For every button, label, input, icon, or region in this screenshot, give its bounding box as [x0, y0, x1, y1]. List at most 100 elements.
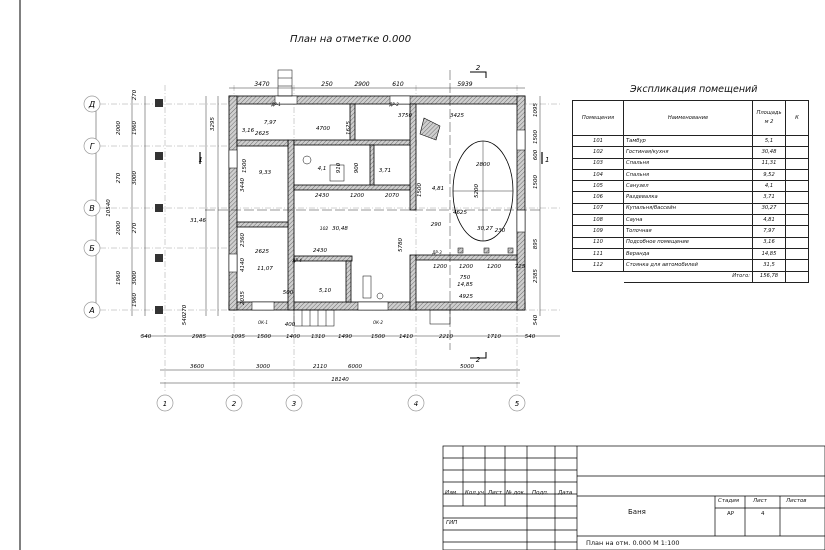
table-cell: 11,31: [752, 157, 786, 170]
table-cell: 3,71: [752, 191, 786, 204]
axis-lines-rows: [100, 103, 560, 311]
dimension-label: 1500: [533, 175, 539, 189]
table-cell: Спальня: [623, 157, 753, 170]
dimension-label: 1960: [132, 121, 138, 135]
dimension-label: 1095: [231, 334, 245, 340]
axis-label-col: 3: [292, 400, 296, 408]
dimension-label: 5780: [398, 238, 404, 252]
opening-mark: ОК-1: [258, 320, 268, 325]
table-cell: Тамбур: [623, 134, 753, 148]
project-name: Баня: [628, 508, 646, 516]
stamp-col: Кол.уч: [465, 490, 485, 496]
room-area: 7,97: [264, 120, 277, 126]
table-cell: 30,27: [752, 202, 786, 216]
table-cell: 101: [572, 134, 624, 148]
table-cell: Веранда: [623, 247, 753, 261]
dimension-label: 1490: [338, 334, 352, 340]
table-cell: Раздевалка: [623, 191, 753, 204]
axis-label-row: Д: [88, 100, 95, 109]
table-cell: [785, 247, 809, 261]
axis-label-col: 2: [232, 400, 237, 408]
dimension-label: 750: [460, 275, 471, 281]
dimension-label: 1410: [399, 334, 413, 340]
dimension-total: 18140: [331, 377, 349, 383]
sheet-title: План на отм. 0.000 М 1:100: [586, 539, 680, 547]
dimension-label: 3000: [132, 171, 138, 185]
plan-title: План на отметке 0.000: [290, 34, 412, 45]
dimension-label: 725: [515, 264, 526, 270]
table-cell: 30,48: [752, 146, 786, 159]
table-cell: [785, 191, 809, 204]
porch: [277, 69, 451, 327]
dimension-label: 5939: [457, 81, 472, 88]
opening-mark: ДР-4: [291, 258, 302, 263]
dimension-label: 3000: [256, 364, 270, 370]
dimension-label: 3600: [190, 364, 204, 370]
col-header: Наименование: [623, 100, 753, 136]
axis-label-row: В: [89, 204, 95, 213]
dimension-label: 2360: [240, 233, 246, 247]
dimension-label: 2000: [116, 121, 122, 135]
axis-label-row: Г: [90, 142, 95, 151]
table-total-row: Итого:156,78: [573, 270, 809, 283]
axis-lines-cols: [164, 85, 518, 392]
dimension-label: 1500: [417, 183, 423, 197]
dimension-lines: [95, 87, 560, 384]
table-cell: 5,1: [752, 134, 786, 148]
dimension-label: 2625: [255, 249, 269, 255]
room-area: 31,46: [190, 218, 206, 224]
axis-bubbles-rows: [83, 95, 101, 319]
dimension-label: 2070: [385, 193, 399, 199]
dimension-label: 1500: [533, 130, 539, 144]
dimension-total: 10540: [106, 199, 112, 217]
dimension-label: 540: [533, 314, 539, 325]
stamp-col: Изм.: [445, 490, 458, 496]
cut-mark: 1: [545, 156, 549, 164]
dimension-label: 6000: [348, 364, 362, 370]
opening-mark: ОК-2: [373, 320, 383, 325]
stage-value: АР: [727, 511, 735, 517]
section-mark: 2: [476, 356, 481, 364]
dimension-label: 2000: [116, 221, 122, 235]
axis-label-col: 4: [414, 400, 418, 408]
table-cell: 102: [572, 146, 624, 159]
table-cell: 4,81: [752, 214, 786, 227]
total-value: 156,78: [752, 270, 786, 283]
section-mark: 2: [476, 64, 481, 72]
table-cell: 112: [572, 259, 624, 272]
dimension-label: 4925: [459, 294, 473, 300]
dimension-label: 2210: [439, 334, 453, 340]
dimension-label: 2800: [476, 162, 490, 168]
dimension-label: 1310: [311, 334, 325, 340]
dimension-label: 1960: [116, 271, 122, 285]
room-area: 30,48: [332, 226, 348, 232]
dimension-label: 1960: [132, 293, 138, 307]
stamp-col: № док.: [506, 490, 526, 496]
table-cell: 14,85: [752, 247, 786, 261]
table-cell: 105: [572, 180, 624, 193]
dimension-label: 540: [182, 314, 188, 325]
dimension-label: 1095: [533, 103, 539, 117]
toilet: [302, 155, 312, 165]
col-header: Площадь м 2: [752, 100, 786, 136]
room-area: 4,1: [318, 166, 327, 172]
dimension-label: 1500: [242, 159, 248, 173]
dimension-label: 1625: [346, 121, 352, 135]
room-number: 102: [320, 226, 329, 232]
table-cell: [785, 259, 809, 272]
dimension-label: 2385: [533, 269, 539, 283]
opening-mark: ДР-3: [431, 250, 442, 255]
table-cell: [785, 134, 809, 148]
axis-bubbles-cols: [156, 394, 526, 412]
dimension-label: 2035: [240, 291, 246, 305]
axis-label-col: 1: [163, 400, 167, 408]
total-label: Итого:: [623, 270, 753, 283]
stove: [419, 117, 441, 141]
